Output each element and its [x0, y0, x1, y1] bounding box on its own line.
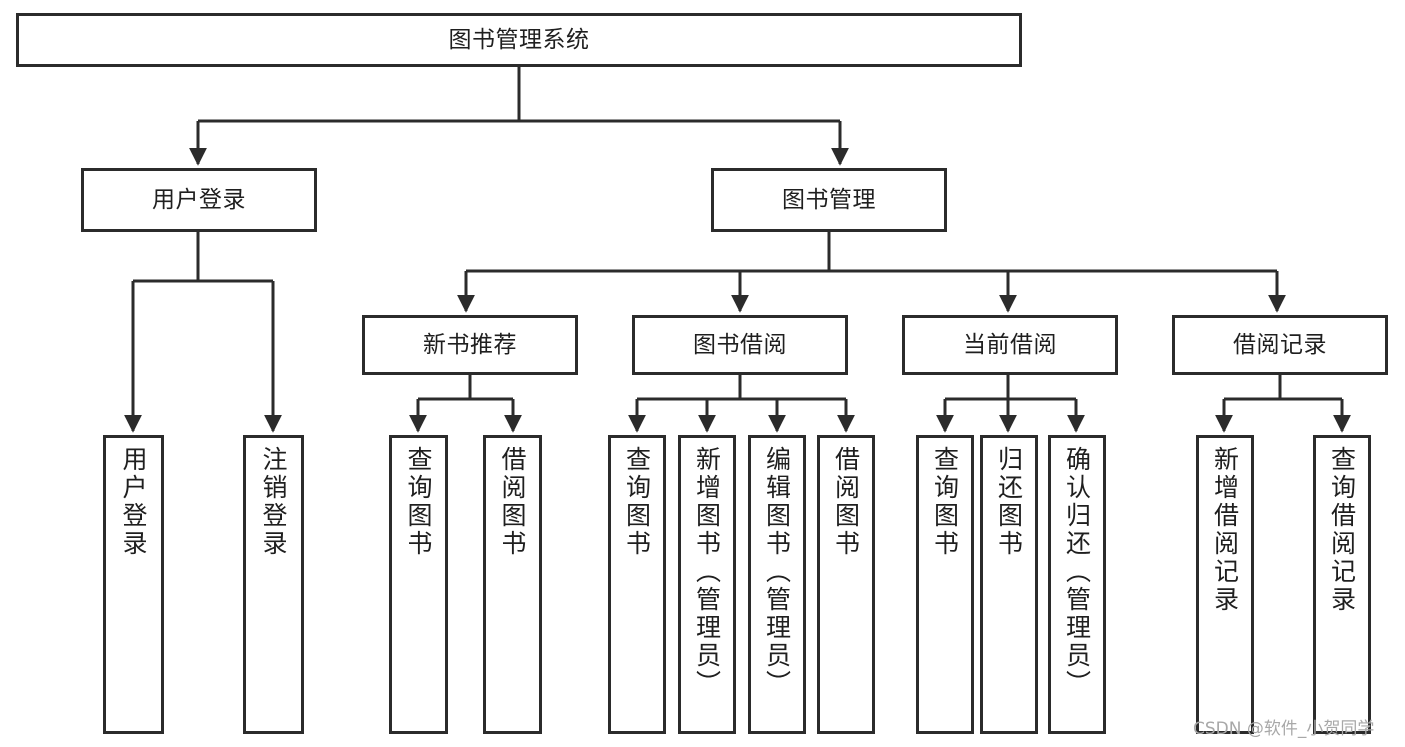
node-book-management-system[interactable]: 图书管理系统 [16, 13, 1022, 67]
node-label: 用户登录 [119, 446, 148, 558]
leaf-borrow-book-recommend[interactable]: 借阅图书 [483, 435, 542, 734]
leaf-add-borrow-record[interactable]: 新增借阅记录 [1196, 435, 1254, 734]
leaf-query-book-current[interactable]: 查询图书 [916, 435, 974, 734]
node-label: 用户登录 [152, 186, 246, 213]
node-label: 图书管理 [782, 186, 876, 213]
node-label: 当前借阅 [963, 331, 1057, 358]
node-label: 注销登录 [259, 446, 288, 558]
node-book-borrow[interactable]: 图书借阅 [632, 315, 848, 375]
leaf-return-book[interactable]: 归还图书 [980, 435, 1038, 734]
leaf-borrow-book[interactable]: 借阅图书 [817, 435, 875, 734]
leaf-query-book-borrow[interactable]: 查询图书 [608, 435, 666, 734]
leaf-edit-book[interactable]: 编辑图书（管理员） [748, 435, 806, 734]
node-label: 借阅记录 [1233, 331, 1327, 358]
node-label: 查询图书 [404, 446, 433, 558]
node-label: 编辑图书（管理员） [762, 446, 792, 698]
node-label: 借阅图书 [498, 446, 527, 558]
node-label: 图书管理系统 [448, 26, 590, 53]
leaf-confirm-return[interactable]: 确认归还（管理员） [1048, 435, 1106, 734]
node-label: 确认归还（管理员） [1062, 446, 1092, 698]
node-borrow-record[interactable]: 借阅记录 [1172, 315, 1388, 375]
node-label: 查询图书 [622, 446, 652, 558]
node-new-book-recommend[interactable]: 新书推荐 [362, 315, 578, 375]
node-user-login[interactable]: 用户登录 [81, 168, 317, 232]
leaf-query-borrow-record[interactable]: 查询借阅记录 [1313, 435, 1371, 734]
leaf-logout[interactable]: 注销登录 [243, 435, 304, 734]
node-label: 新书推荐 [423, 331, 517, 358]
leaf-add-book[interactable]: 新增图书（管理员） [678, 435, 736, 734]
node-label: 图书借阅 [693, 331, 787, 358]
node-label: 查询图书 [930, 446, 960, 558]
leaf-query-book-recommend[interactable]: 查询图书 [389, 435, 448, 734]
node-book-management[interactable]: 图书管理 [711, 168, 947, 232]
leaf-user-login[interactable]: 用户登录 [103, 435, 164, 734]
node-current-borrow[interactable]: 当前借阅 [902, 315, 1118, 375]
csdn-watermark: CSDN @软件_小贺同学 [1193, 719, 1375, 739]
node-label: 借阅图书 [831, 446, 861, 558]
node-label: 新增借阅记录 [1210, 446, 1240, 614]
node-label: 新增图书（管理员） [692, 446, 722, 698]
node-label: 归还图书 [994, 446, 1024, 558]
node-label: 查询借阅记录 [1327, 446, 1357, 614]
